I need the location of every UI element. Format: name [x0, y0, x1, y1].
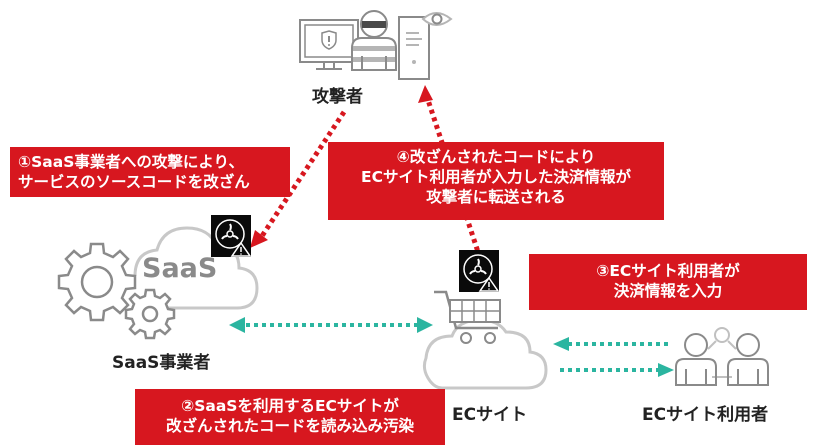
step-3-box: ③ECサイト利用者が 決済情報を入力 [529, 254, 807, 310]
server-eye-icon [398, 12, 453, 80]
step-2-line-2: 改ざんされたコードを読み込み汚染 [165, 417, 414, 435]
ec-biohazard-warning-icon [459, 250, 500, 292]
saas-cloud-text: SaaS [142, 253, 218, 284]
large-gear-icon [57, 242, 137, 322]
hacker-icon [351, 10, 397, 71]
shopping-cart-icon [434, 290, 501, 344]
step-1-line-1: ①SaaS事業者への攻撃により、 [18, 153, 244, 171]
step-1-box: ①SaaS事業者への攻撃により、 サービスのソースコードを改ざん [10, 147, 290, 197]
saas-provider-label: SaaS事業者 [112, 353, 211, 373]
small-gear-icon [124, 288, 176, 340]
step-4-box: ④改ざんされたコードにより ECサイト利用者が入力した決済情報が 攻撃者に転送さ… [328, 142, 664, 220]
step-1-line-2: サービスのソースコードを改ざん [18, 173, 250, 191]
ec-user-label: ECサイト利用者 [642, 405, 769, 425]
ec-site-label: ECサイト [452, 405, 528, 425]
saas-biohazard-warning-icon [211, 215, 252, 257]
step-3-line-2: 決済情報を入力 [613, 282, 723, 300]
step-2-box: ②SaaSを利用するECサイトが 改ざんされたコードを読み込み汚染 [135, 389, 445, 445]
step-4-line-3: 攻撃者に転送される [426, 188, 566, 206]
users-icon [675, 327, 769, 386]
step-3-line-1: ③ECサイト利用者が [596, 262, 740, 280]
step-4-line-2: ECサイト利用者が入力した決済情報が [361, 168, 631, 186]
step-2-line-1: ②SaaSを利用するECサイトが [181, 397, 399, 415]
step-4-line-1: ④改ざんされたコードにより [396, 148, 596, 166]
attacker-label: 攻撃者 [312, 87, 363, 107]
